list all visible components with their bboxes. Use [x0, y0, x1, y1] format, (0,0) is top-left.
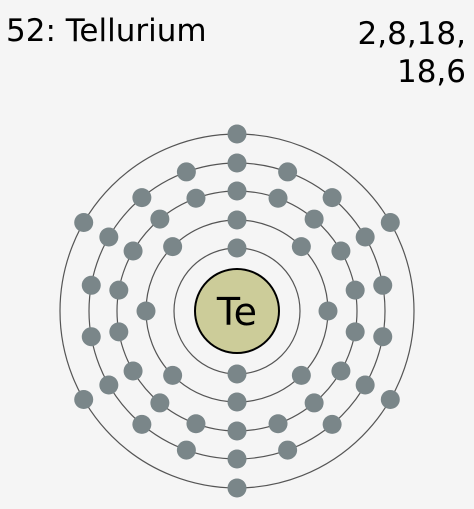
electron-shell-5-6 [74, 213, 94, 232]
electron-shell-5-1 [227, 124, 247, 144]
electron-shell-3-14 [109, 322, 129, 342]
electron-shell-4-7 [355, 375, 375, 395]
electron-shell-3-11 [186, 414, 206, 434]
electron-shell-1-1 [227, 238, 247, 258]
electron-shell-3-4 [331, 241, 351, 261]
electron-shell-4-12 [132, 414, 152, 434]
nucleus [194, 268, 280, 354]
nucleus-symbol: Te [216, 290, 257, 334]
electron-shell-3-8 [304, 393, 324, 413]
electron-shell-4-15 [81, 275, 101, 295]
electron-shell-3-7 [331, 361, 351, 381]
electron-shell-2-6 [163, 365, 183, 385]
electron-shell-2-8 [163, 237, 183, 257]
electron-shell-5-2 [380, 213, 400, 232]
electron-shell-3-12 [150, 393, 170, 413]
electron-shell-4-13 [99, 375, 119, 395]
electron-shell-2-1 [227, 210, 247, 230]
electron-shell-3-1 [227, 181, 247, 201]
electron-shell-4-18 [176, 162, 196, 182]
configuration-line-1: 2,8,18, [357, 16, 466, 52]
electron-shell-1-2 [227, 364, 247, 384]
electron-shell-2-2 [291, 237, 311, 257]
configuration-line-2: 18,6 [396, 53, 466, 90]
electron-shell-3-18 [186, 188, 206, 208]
electron-shell-4-3 [322, 188, 342, 208]
electron-shell-4-16 [99, 227, 119, 247]
electron-shell-4-1 [227, 153, 247, 173]
electron-shell-3-17 [150, 209, 170, 229]
electron-shell-4-2 [278, 162, 298, 182]
electron-shell-4-8 [322, 414, 342, 434]
electron-shell-5-5 [74, 390, 94, 409]
electron-shell-3-2 [268, 188, 288, 208]
electron-shell-5-3 [380, 390, 400, 409]
electron-shell-2-4 [291, 365, 311, 385]
electron-shell-4-10 [227, 449, 247, 469]
electron-shell-3-6 [345, 322, 365, 342]
electron-shell-4-9 [278, 440, 298, 460]
electron-configuration: 2,8,18, 18,6 [358, 16, 466, 91]
electron-shell-3-15 [109, 280, 129, 300]
electron-shell-3-9 [268, 414, 288, 434]
electron-shell-4-6 [373, 327, 393, 347]
electron-shell-4-11 [176, 440, 196, 460]
electron-shell-4-14 [81, 327, 101, 347]
electron-shell-2-5 [227, 392, 247, 412]
electron-shell-4-17 [132, 188, 152, 208]
electron-shell-5-4 [227, 478, 247, 498]
electron-shell-4-4 [355, 227, 375, 247]
electron-shell-3-3 [304, 209, 324, 229]
electron-shell-2-3 [318, 301, 338, 321]
element-title: 52: Tellurium [6, 13, 207, 49]
electron-shell-3-13 [123, 361, 143, 381]
electron-shell-2-7 [136, 301, 156, 321]
electron-shell-3-10 [227, 421, 247, 441]
electrons [74, 124, 400, 498]
electron-shell-4-5 [373, 275, 393, 295]
electron-shell-3-5 [345, 280, 365, 300]
electron-shell-3-16 [123, 241, 143, 261]
